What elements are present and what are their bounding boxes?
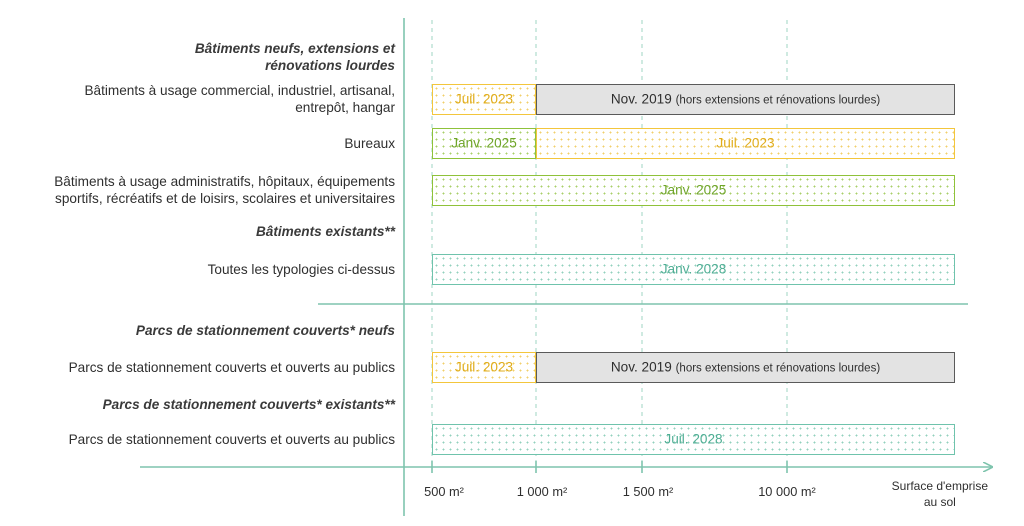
x-axis-title-line1: Surface d'emprise: [891, 479, 988, 493]
row-label: Parcs de stationnement couverts et ouver…: [69, 431, 395, 448]
row-label-line: Parcs de stationnement couverts* existan…: [102, 396, 395, 412]
row-label-line: Parcs de stationnement couverts et ouver…: [68, 431, 395, 447]
bar-label: Juil. 2028: [433, 432, 954, 447]
bar-date: Janv. 2025: [660, 182, 727, 198]
bar-label: Nov. 2019 (hors extensions et rénovation…: [537, 360, 954, 375]
bar-date: Janv. 2025: [451, 135, 517, 151]
bar-date: Janv. 2028: [660, 261, 727, 277]
x-axis-title: Surface d'emprise au sol: [892, 478, 988, 510]
bar-label: Juil. 2023: [433, 360, 535, 375]
bar-date: Juil. 2023: [454, 359, 514, 375]
bar-label: Janv. 2025: [433, 183, 954, 198]
section-heading: Parcs de stationnement couverts* existan…: [103, 396, 395, 413]
bar-green: Janv. 2025: [432, 127, 536, 159]
row-label-line: entrepôt, hangar: [295, 100, 395, 115]
section-heading: Bâtiments existants**: [256, 223, 395, 240]
x-axis-title-line2: au sol: [923, 495, 956, 509]
x-tick-label: 500 m²: [424, 484, 464, 499]
section-heading: Parcs de stationnement couverts* neufs: [136, 322, 395, 339]
row-label: Bureaux: [344, 135, 395, 152]
row-label-line: sportifs, récréatifs et de loisirs, scol…: [55, 191, 395, 206]
row-label-line: Toutes les typologies ci-dessus: [207, 261, 395, 277]
bar-date: Juil. 2023: [454, 91, 514, 107]
bar-grey: Nov. 2019 (hors extensions et rénovation…: [536, 83, 955, 115]
row-label: Toutes les typologies ci-dessus: [208, 261, 395, 278]
bar-label: Janv. 2028: [433, 262, 954, 277]
row-label-line: Bâtiments existants**: [255, 223, 395, 239]
x-tick-label: 1 000 m²: [516, 484, 568, 499]
row-label: Parcs de stationnement couverts et ouver…: [69, 359, 395, 376]
bar-label: Juil. 2023: [537, 136, 954, 151]
row-label: Bâtiments à usage administratifs, hôpita…: [54, 173, 395, 207]
bar-label: Juil. 2023: [433, 92, 535, 107]
bar-date: Juil. 2023: [716, 135, 775, 151]
bar-teal: Janv. 2028: [432, 253, 955, 285]
bar-date: Nov. 2019: [610, 359, 672, 375]
bar-label: Janv. 2025: [433, 136, 535, 151]
row-label-line: Bâtiments à usage administratifs, hôpita…: [54, 174, 395, 189]
bar-date: Juil. 2028: [664, 431, 723, 447]
bar-grey: Nov. 2019 (hors extensions et rénovation…: [536, 351, 955, 383]
row-label-line: Parcs de stationnement couverts et ouver…: [68, 359, 395, 375]
bar-yellow: Juil. 2023: [432, 83, 536, 115]
bar-yellow: Juil. 2023: [536, 127, 955, 159]
row-label: Bâtiments à usage commercial, industriel…: [84, 82, 395, 116]
row-label-line: Bâtiments à usage commercial, industriel…: [84, 83, 395, 98]
row-label-line: Bureaux: [344, 135, 395, 151]
row-label-line: Parcs de stationnement couverts* neufs: [135, 322, 395, 338]
bar-note: (hors extensions et rénovations lourdes): [675, 362, 881, 375]
x-tick-label: 10 000 m²: [758, 484, 816, 499]
bar-yellow: Juil. 2023: [432, 351, 536, 383]
bar-teal: Juil. 2028: [432, 423, 955, 455]
row-label-line: Bâtiments neufs, extensions et: [194, 41, 395, 56]
section-heading: Bâtiments neufs, extensions et rénovation…: [195, 40, 395, 74]
bar-label: Nov. 2019 (hors extensions et rénovation…: [537, 92, 954, 107]
bar-date: Nov. 2019: [610, 91, 672, 107]
x-tick-label: 1 500 m²: [622, 484, 674, 499]
bar-note: (hors extensions et rénovations lourdes): [675, 94, 881, 107]
bar-green: Janv. 2025: [432, 174, 955, 206]
row-label-line: rénovations lourdes: [265, 58, 395, 73]
